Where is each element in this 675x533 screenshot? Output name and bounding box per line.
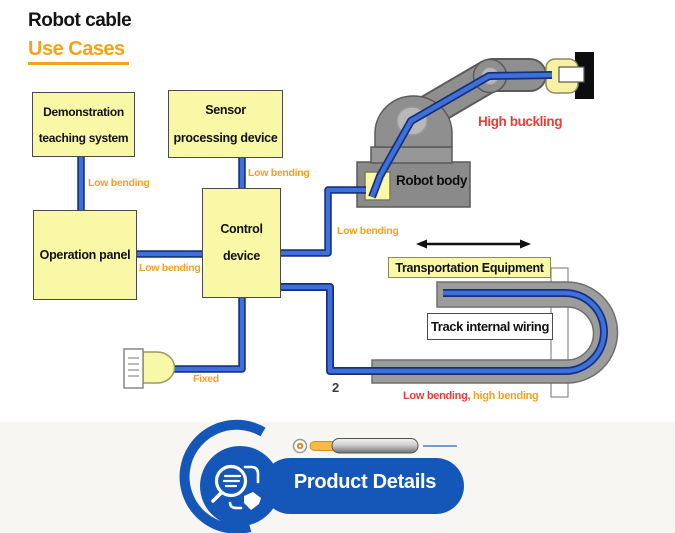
label-low-bending-robot: Low bending [337, 225, 399, 237]
page-subtitle: Use Cases [28, 38, 129, 65]
box-sensor-line2: processing device [173, 131, 278, 145]
label-high-bending-orange: high bending [470, 390, 539, 402]
page-title: Robot cable [28, 10, 132, 31]
robot-pedestal [370, 146, 453, 164]
fixed-connector-housing [123, 348, 144, 389]
box-sensor-line1: Sensor [205, 103, 246, 117]
cable-control-to-robot [280, 186, 366, 257]
box-control-line1: Control [220, 222, 263, 236]
label-transportation-equipment: Transportation Equipment [388, 257, 551, 278]
box-control-device: Control device [202, 188, 281, 298]
box-sensor-processing-device: Sensor processing device [168, 90, 283, 158]
product-details-button-label[interactable]: Product Details [293, 471, 437, 493]
box-demo-line1: Demonstration [43, 104, 124, 119]
product-details-graphic [179, 419, 464, 533]
product-details-button[interactable] [262, 458, 464, 514]
travel-direction-arrow [416, 239, 531, 249]
fixed-connector-yellow-plug [142, 351, 176, 384]
label-low-high-bending: Low bending, high bending [403, 390, 539, 402]
product-details-button-circle[interactable] [200, 446, 280, 526]
fixed-connector-pins [128, 357, 139, 377]
figure-number: 2 [332, 380, 340, 395]
label-low-bending-sensor: Low bending [248, 167, 310, 179]
cable-through-robot-arm [368, 71, 553, 199]
label-track-internal-wiring: Track internal wiring [427, 313, 553, 340]
cables [77, 71, 608, 375]
label-fixed: Fixed [193, 373, 219, 385]
click-hand-icon [244, 492, 261, 510]
cable-cross-section-illustration [292, 438, 457, 454]
cable-control-to-fixed-connector [172, 297, 246, 373]
box-control-line2: device [222, 249, 261, 263]
label-robot-body: Robot body [396, 173, 467, 188]
transportation-equipment-text: Transportation Equipment [395, 260, 544, 275]
button-arc-decoration [179, 419, 266, 533]
fixed-connector-illustration [123, 348, 176, 389]
box-demo-line2: teaching system [38, 130, 129, 145]
end-effector-notch [558, 66, 585, 83]
cable-control-to-track [280, 283, 608, 375]
label-low-bending-red: Low bending, [403, 390, 471, 402]
label-low-bending-operation: Low bending [139, 262, 201, 274]
box-demonstration-teaching-system: Demonstration teaching system [32, 92, 135, 157]
track-internal-wiring-text: Track internal wiring [430, 319, 550, 334]
robot-arm-illustration [356, 52, 594, 208]
label-low-bending-demo: Low bending [88, 177, 150, 189]
box-operation-label: Operation panel [39, 248, 131, 262]
label-high-buckling: High buckling [478, 114, 563, 129]
box-operation-panel: Operation panel [33, 210, 137, 300]
search-details-icon [211, 464, 261, 510]
